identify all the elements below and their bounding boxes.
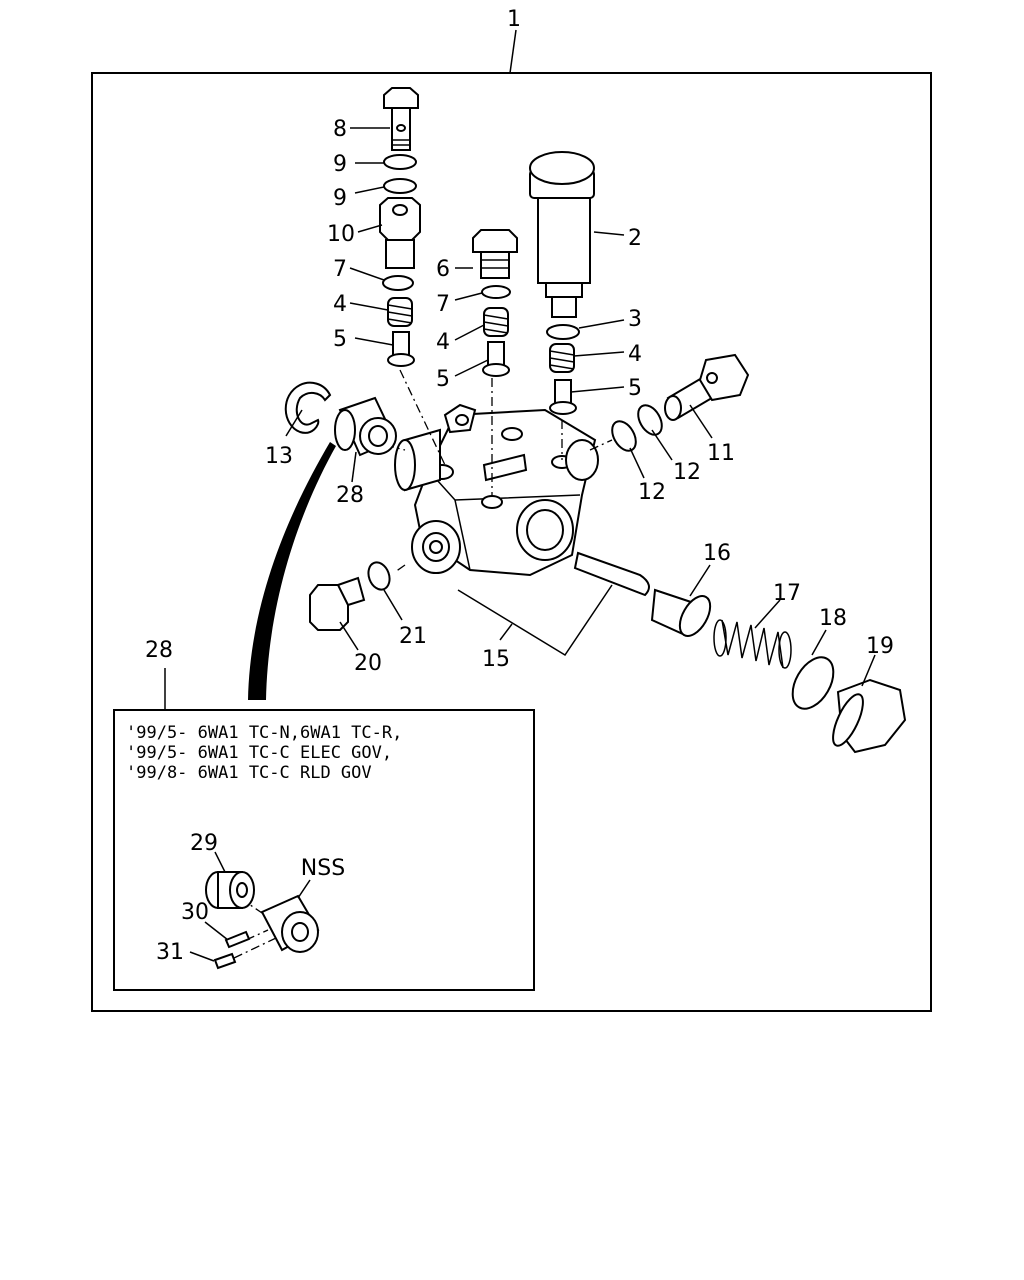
part-4-spring-mid [483, 307, 509, 337]
callout-4-left: 4 [333, 292, 347, 317]
callout-31: 31 [156, 940, 184, 965]
part-30-pin [224, 930, 251, 949]
callout-4-mid: 4 [436, 330, 450, 355]
callout-11: 11 [707, 441, 735, 466]
part-5-valve-left [387, 331, 415, 367]
assembly-frame [91, 72, 932, 1012]
callout-9-upper: 9 [333, 152, 347, 177]
callout-4-right: 4 [628, 342, 642, 367]
callout-17: 17 [773, 581, 801, 606]
part-28-sleeve [334, 396, 397, 457]
callout-29: 29 [190, 831, 218, 856]
part-12-washer-b [637, 404, 663, 436]
part-11-eye-bolt [664, 353, 750, 421]
part-21-washer [367, 561, 391, 591]
part-5-valve-right [549, 379, 577, 415]
part-2-priming-pump [529, 151, 595, 318]
part-12-washer-a [611, 420, 637, 452]
part-20-plug [309, 576, 366, 631]
inset-note-line-2: '99/5- 6WA1 TC-C ELEC GOV, [126, 743, 392, 763]
callout-12-right: 12 [673, 460, 701, 485]
inset-frame [113, 709, 535, 991]
callout-10: 10 [327, 222, 355, 247]
inset-note-line-3: '99/8- 6WA1 TC-C RLD GOV [126, 763, 372, 783]
part-15-pin [573, 551, 650, 597]
callout-5-right: 5 [628, 376, 642, 401]
callout-8: 8 [333, 117, 347, 142]
inset-note-line-1: '99/5- 6WA1 TC-N,6WA1 TC-R, [126, 723, 402, 743]
part-18-gasket [791, 656, 835, 710]
part-7-oring-mid [481, 285, 511, 299]
part-9-washer-upper [383, 154, 417, 170]
callout-5-left: 5 [333, 327, 347, 352]
callout-21: 21 [399, 624, 427, 649]
part-5-valve-mid [482, 341, 510, 377]
part-31-pin [213, 952, 237, 970]
callout-30: 30 [181, 900, 209, 925]
callout-28: 28 [336, 483, 364, 508]
part-3-oring [546, 324, 580, 340]
callout-13: 13 [265, 444, 293, 469]
callout-19: 19 [866, 634, 894, 659]
callout-12-left: 12 [638, 480, 666, 505]
callout-16: 16 [703, 541, 731, 566]
callout-7-left: 7 [333, 257, 347, 282]
callout-2: 2 [628, 226, 642, 251]
part-10-adapter [379, 197, 421, 269]
part-13-snap-ring [284, 381, 332, 434]
callout-28-inset: 28 [145, 638, 173, 663]
part-4-spring-left [387, 297, 413, 327]
part-29-roller [205, 871, 255, 909]
callout-9-lower: 9 [333, 186, 347, 211]
part-6-plug [472, 229, 518, 279]
nss-sleeve [260, 894, 320, 953]
part-4-spring-right [549, 343, 575, 373]
callout-20: 20 [354, 651, 382, 676]
callout-6: 6 [436, 257, 450, 282]
part-7-oring-left [382, 275, 414, 291]
part-16-bushing [650, 588, 712, 637]
part-9-washer-lower [383, 178, 417, 194]
callout-15: 15 [482, 647, 510, 672]
pump-body [394, 403, 599, 577]
callout-1: 1 [507, 7, 521, 32]
callout-18: 18 [819, 606, 847, 631]
callout-5-mid: 5 [436, 367, 450, 392]
part-8-eye-bolt [383, 87, 419, 151]
callout-7-mid: 7 [436, 292, 450, 317]
part-17-spring [713, 619, 792, 669]
part-19-cap-nut [832, 678, 907, 754]
inset-pointer [248, 442, 336, 700]
callout-3: 3 [628, 307, 642, 332]
callout-nss: NSS [301, 856, 345, 881]
